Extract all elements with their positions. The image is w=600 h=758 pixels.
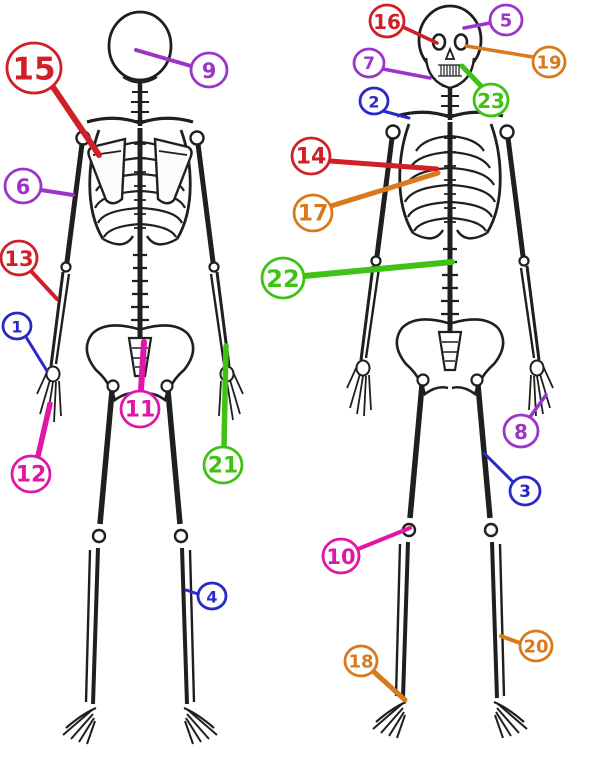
label-11: 11	[119, 389, 161, 429]
leader-line-19	[464, 44, 535, 59]
label-23: 23	[472, 82, 510, 118]
leader-line-4	[184, 588, 200, 596]
leader-line-1	[24, 335, 49, 373]
label-circle-12	[10, 454, 52, 494]
label-number-8: 8	[514, 420, 528, 444]
label-21: 21	[202, 445, 244, 485]
label-circle-6	[3, 167, 43, 205]
label-circle-19	[531, 45, 567, 79]
label-number-10: 10	[326, 545, 355, 569]
label-number-9: 9	[202, 59, 217, 83]
leader-line-2	[381, 109, 411, 120]
leader-line-3	[482, 451, 515, 484]
leader-line-16	[401, 25, 439, 45]
label-circle-23	[472, 82, 510, 118]
label-9: 9	[189, 51, 229, 89]
label-circle-5	[488, 3, 524, 37]
label-number-5: 5	[500, 10, 513, 31]
label-number-1: 1	[11, 317, 22, 336]
label-circle-8	[502, 413, 540, 449]
label-13: 13	[0, 239, 39, 277]
leader-line-14	[327, 158, 440, 172]
label-2: 2	[358, 86, 390, 116]
label-number-21: 21	[208, 454, 239, 479]
leader-line-12	[35, 401, 53, 459]
leader-line-18	[370, 668, 408, 703]
label-number-19: 19	[536, 52, 561, 73]
label-6: 6	[3, 167, 43, 205]
label-circle-2	[358, 86, 390, 116]
label-circle-10	[321, 537, 361, 575]
leader-line-8	[528, 393, 548, 419]
label-circle-1	[1, 311, 33, 341]
label-circle-11	[119, 389, 161, 429]
label-number-14: 14	[296, 145, 327, 170]
label-circle-3	[508, 475, 542, 507]
label-circle-17	[292, 193, 334, 233]
label-7: 7	[352, 47, 386, 79]
label-circle-7	[352, 47, 386, 79]
label-circle-13	[0, 239, 39, 277]
label-12: 12	[10, 454, 52, 494]
leader-line-21	[221, 343, 229, 449]
leader-line-7	[381, 67, 432, 80]
label-number-12: 12	[16, 463, 47, 488]
label-number-4: 4	[206, 587, 217, 606]
label-circle-20	[518, 629, 554, 663]
label-circle-15	[5, 41, 63, 95]
leader-line-22	[301, 259, 455, 279]
label-22: 22	[260, 256, 306, 300]
label-circle-21	[202, 445, 244, 485]
leader-line-17	[328, 170, 441, 209]
label-18: 18	[343, 644, 379, 678]
label-number-17: 17	[298, 202, 329, 227]
label-number-15: 15	[12, 52, 55, 88]
label-15: 15	[5, 41, 63, 95]
label-19: 19	[531, 45, 567, 79]
label-circle-22	[260, 256, 306, 300]
label-number-23: 23	[477, 89, 505, 113]
leader-line-5	[462, 21, 492, 30]
leader-line-15	[50, 84, 102, 158]
label-number-16: 16	[373, 10, 401, 34]
leader-line-10	[356, 526, 412, 551]
label-number-22: 22	[266, 265, 299, 293]
label-20: 20	[518, 629, 554, 663]
leader-line-11	[138, 339, 147, 393]
label-3: 3	[508, 475, 542, 507]
leader-lines-layer	[24, 21, 548, 703]
anterior-skeleton-figure	[347, 6, 553, 738]
label-17: 17	[292, 193, 334, 233]
label-number-6: 6	[16, 175, 31, 199]
leader-line-23	[459, 63, 484, 89]
label-8: 8	[502, 413, 540, 449]
label-number-13: 13	[4, 247, 33, 271]
label-14: 14	[290, 136, 332, 176]
label-5: 5	[488, 3, 524, 37]
label-10: 10	[321, 537, 361, 575]
leader-line-9	[134, 48, 193, 68]
label-number-11: 11	[125, 398, 156, 423]
label-number-3: 3	[519, 482, 531, 502]
label-16: 16	[368, 3, 406, 39]
label-number-20: 20	[523, 636, 548, 657]
label-number-2: 2	[368, 92, 379, 111]
label-circle-4	[196, 581, 228, 611]
label-circle-9	[189, 51, 229, 89]
label-circle-16	[368, 3, 406, 39]
leader-line-6	[39, 188, 75, 197]
leader-line-13	[29, 269, 59, 301]
label-number-18: 18	[348, 651, 373, 672]
leader-line-20	[499, 634, 522, 645]
label-circle-18	[343, 644, 379, 678]
label-circle-14	[290, 136, 332, 176]
label-1: 1	[1, 311, 33, 341]
label-number-7: 7	[363, 54, 375, 74]
label-4: 4	[196, 581, 228, 611]
